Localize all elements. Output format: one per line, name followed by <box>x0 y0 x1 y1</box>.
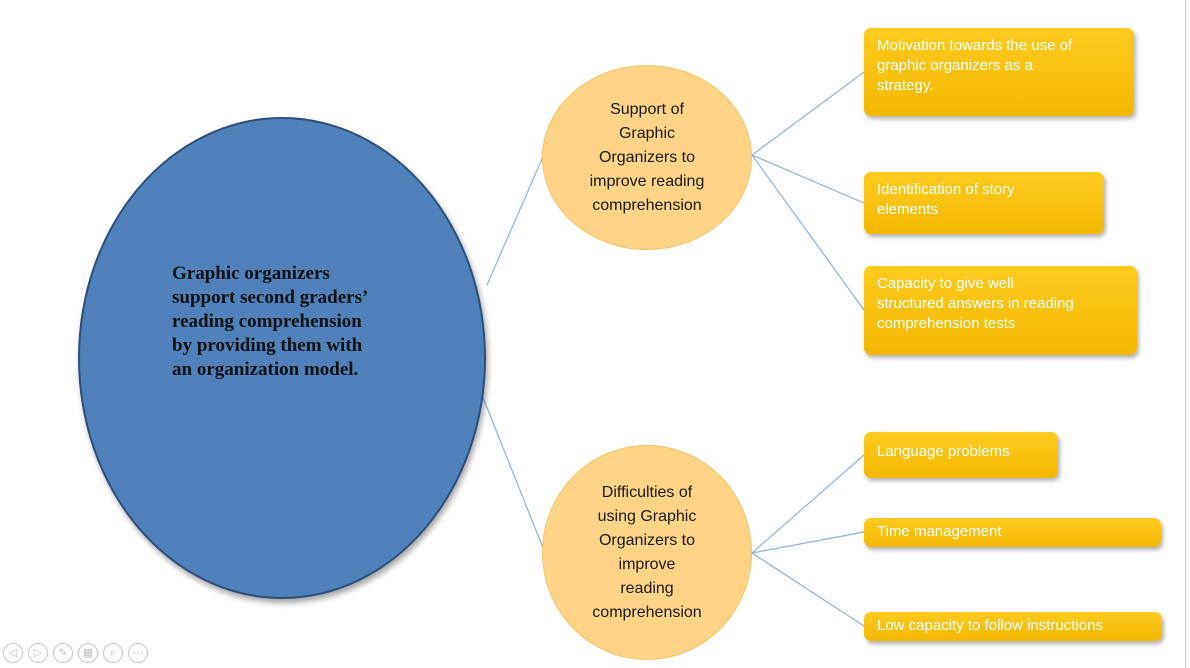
leaf-motivation: Motivation towards the use of graphic or… <box>864 28 1134 116</box>
slideshow-nav-toolbar: ◁ ▷ ✎ ▦ ⌕ ⋯ <box>3 643 148 665</box>
more-options-icon[interactable]: ⋯ <box>128 643 148 663</box>
leaf-time-management: Time management <box>864 518 1161 547</box>
slides-grid-icon[interactable]: ▦ <box>78 643 98 663</box>
connector-support-to-identification <box>751 154 865 204</box>
main-idea-circle <box>78 117 486 599</box>
main-idea-text: Graphic organizers support second grader… <box>172 263 369 380</box>
connector-difficulties-to-instructions <box>751 552 865 627</box>
zoom-icon[interactable]: ⌕ <box>103 643 123 663</box>
difficulties-branch-circle: Difficulties of using Graphic Organizers… <box>542 445 752 660</box>
leaf-low-capacity-instructions: Low capacity to follow instructions <box>864 612 1162 641</box>
connector-support-to-motivation <box>751 71 865 156</box>
next-slide-icon[interactable]: ▷ <box>28 643 48 663</box>
connector-support-to-capacity <box>751 154 865 311</box>
connector-difficulties-to-time <box>751 531 865 554</box>
pen-icon[interactable]: ✎ <box>53 643 73 663</box>
leaf-language-problems: Language problems <box>864 432 1058 478</box>
right-edge-divider <box>1185 0 1186 668</box>
connector-main-to-difficulties <box>481 394 546 554</box>
connector-main-to-support <box>486 151 546 286</box>
previous-slide-icon[interactable]: ◁ <box>3 643 23 663</box>
support-branch-label: Support of Graphic Organizers to improve… <box>589 100 705 214</box>
leaf-capacity-answers: Capacity to give well structured answers… <box>864 266 1137 355</box>
connector-difficulties-to-language <box>751 454 865 554</box>
difficulties-branch-label: Difficulties of using Graphic Organizers… <box>592 483 702 621</box>
support-branch-circle: Support of Graphic Organizers to improve… <box>542 65 752 250</box>
leaf-identification: Identification of story elements <box>864 172 1104 234</box>
